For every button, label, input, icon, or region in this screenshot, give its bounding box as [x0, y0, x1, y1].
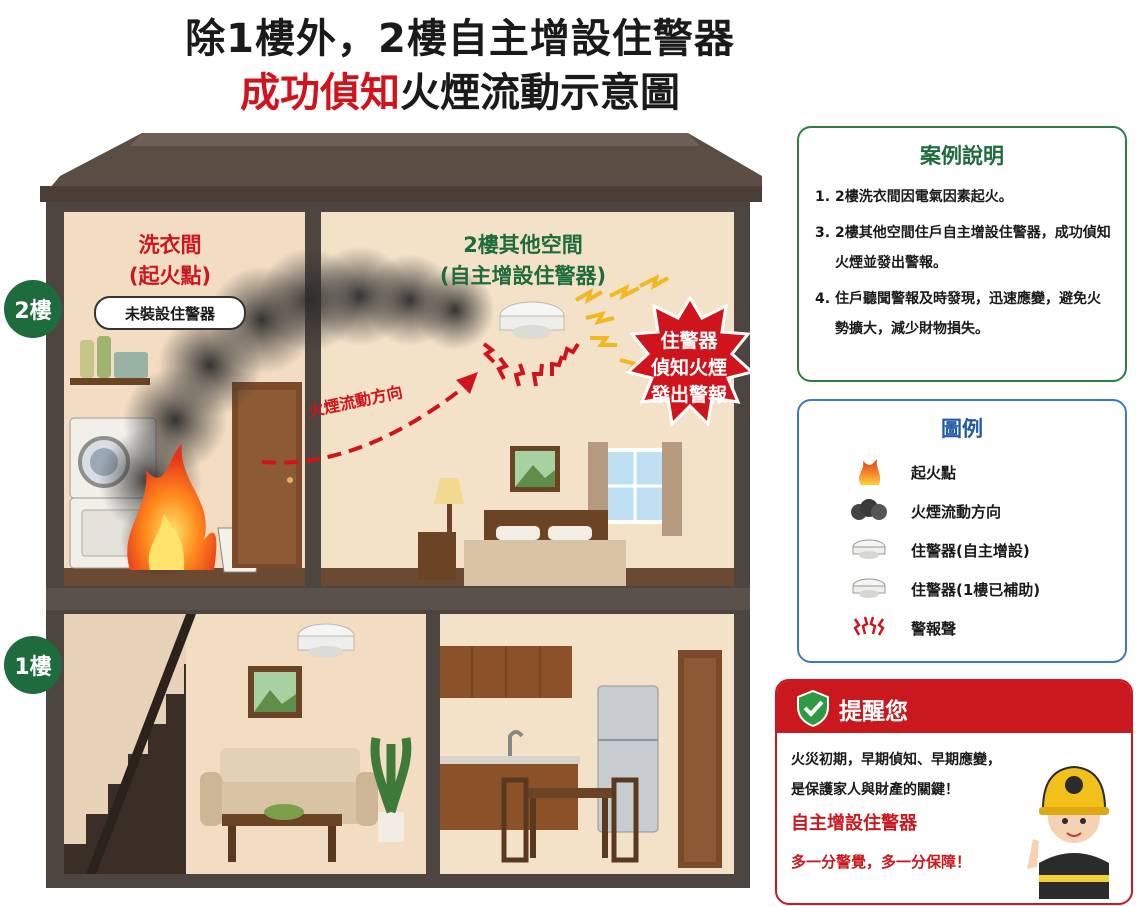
- subtitle-highlight: 成功偵知: [240, 70, 400, 116]
- list-item-text: 2樓洗衣間因電氣因素起火。: [835, 189, 1013, 205]
- roof: [40, 133, 762, 202]
- reminder-panel: 提醒您 火災初期，早期偵知、早期應變， 是保護家人與財產的關鍵！ 自主增設住警器…: [775, 679, 1133, 905]
- smoke-detector-icon: [852, 539, 886, 559]
- other-space-label: 2樓其他空間 (自主增設住警器): [418, 230, 628, 292]
- firefighter-icon: [1027, 765, 1109, 899]
- reminder-line-2: 是保護家人與財產的關鍵！: [791, 782, 959, 798]
- reminder-body: 火災初期，早期偵知、早期應變， 是保護家人與財產的關鍵！: [791, 745, 1001, 805]
- other-space-note: (自主增設住警器): [439, 264, 607, 288]
- floor-badge-2f: 2樓: [4, 280, 62, 338]
- first-floor-living: [64, 614, 426, 874]
- alarm-line-3: 發出警報: [650, 384, 727, 406]
- reminder-slogan: 多一分警覺，多一分保障！: [791, 853, 972, 871]
- alarm-sound-icon: [853, 616, 885, 636]
- fire-icon: [859, 459, 881, 485]
- alarm-line-1: 住警器: [660, 330, 718, 352]
- smoke-detector-icon: [852, 578, 886, 598]
- smoke-arrow-head: [456, 372, 478, 394]
- legend-panel: 圖例 起火點 火煙流動方向 住警器(自主增設) 住警器(1樓已補助) 警報聲: [797, 399, 1127, 663]
- legend-item-detector-subsidized: 住警器(1樓已補助): [847, 574, 1040, 604]
- list-item-number: 4.: [815, 291, 831, 307]
- legend-label: 住警器(自主增設): [911, 541, 1030, 560]
- laundry-name: 洗衣間: [138, 233, 202, 257]
- smoke-detector-icon: [499, 301, 565, 339]
- no-detector-badge: 未裝設住警器: [94, 296, 246, 330]
- smoke-direction-arrow: [261, 382, 470, 465]
- case-title: 案例說明: [920, 144, 1004, 168]
- legend-item-smoke: 火煙流動方向: [847, 496, 1001, 526]
- legend-label: 起火點: [911, 463, 957, 482]
- floor-badge-1f: 1樓: [4, 636, 62, 694]
- alarm-line-2: 偵知火煙: [650, 357, 727, 379]
- case-panel: 案例說明 1.2樓洗衣間因電氣因素起火。 3.2樓其他空間住戶自主增設住警器，成…: [797, 126, 1127, 382]
- shield-check-icon: [797, 689, 829, 727]
- smoke-icon: [851, 499, 887, 520]
- list-item-text: 住戶聽聞警報及時發現，迅速應變，避免火勢擴大，減少財物損失。: [835, 291, 1101, 337]
- other-space-name: 2樓其他空間: [463, 233, 583, 257]
- legend-label: 警報聲: [911, 619, 957, 638]
- reminder-title: 提醒您: [839, 699, 908, 725]
- list-item-number: 3.: [815, 225, 831, 241]
- legend-title: 圖例: [941, 417, 983, 441]
- reminder-line-1: 火災初期，早期偵知、早期應變，: [791, 752, 1001, 768]
- list-item: 1.2樓洗衣間因電氣因素起火。: [815, 182, 1111, 212]
- alarm-burst-text: 住警器 偵知火煙 發出警報: [630, 328, 748, 409]
- laundry-label: 洗衣間 (起火點): [100, 230, 240, 292]
- subtitle-rest: 火煙流動示意圖: [400, 70, 680, 116]
- floor-slab: [46, 588, 750, 610]
- laundry-note: (起火點): [128, 264, 212, 288]
- page-title: 除1樓外，2樓自主增設住警器: [185, 16, 735, 62]
- legend-item-detector-added: 住警器(自主增設): [847, 535, 1030, 565]
- list-item-text: 2樓其他空間住戶自主增設住警器，成功偵知火煙並發出警報。: [835, 225, 1111, 271]
- page-subtitle: 成功偵知火煙流動示意圖: [130, 60, 790, 118]
- fire-icon: [127, 444, 217, 570]
- list-item: 3.2樓其他空間住戶自主增設住警器，成功偵知火煙並發出警報。: [815, 218, 1111, 278]
- list-item-number: 1.: [815, 189, 831, 205]
- first-floor-kitchen: [434, 614, 734, 874]
- alarm-burst-icon: [624, 295, 756, 428]
- alarm-spark-icon: [575, 274, 669, 376]
- case-list: 1.2樓洗衣間因電氣因素起火。 3.2樓其他空間住戶自主增設住警器，成功偵知火煙…: [815, 182, 1111, 350]
- legend-label: 住警器(1樓已補助): [911, 580, 1041, 599]
- first-floor-smoke-detector-icon: [297, 623, 355, 658]
- alarm-sound-icon: [482, 342, 580, 387]
- legend-item-fire: 起火點: [847, 457, 956, 487]
- reminder-highlight: 自主增設住警器: [791, 813, 917, 834]
- legend-label: 火煙流動方向: [911, 502, 1002, 521]
- reminder-header: 提醒您: [777, 681, 1131, 733]
- legend-item-alarm-sound: 警報聲: [847, 613, 956, 643]
- list-item: 4.住戶聽聞警報及時發現，迅速應變，避免火勢擴大，減少財物損失。: [815, 284, 1111, 344]
- first-floor-wall: [426, 612, 440, 874]
